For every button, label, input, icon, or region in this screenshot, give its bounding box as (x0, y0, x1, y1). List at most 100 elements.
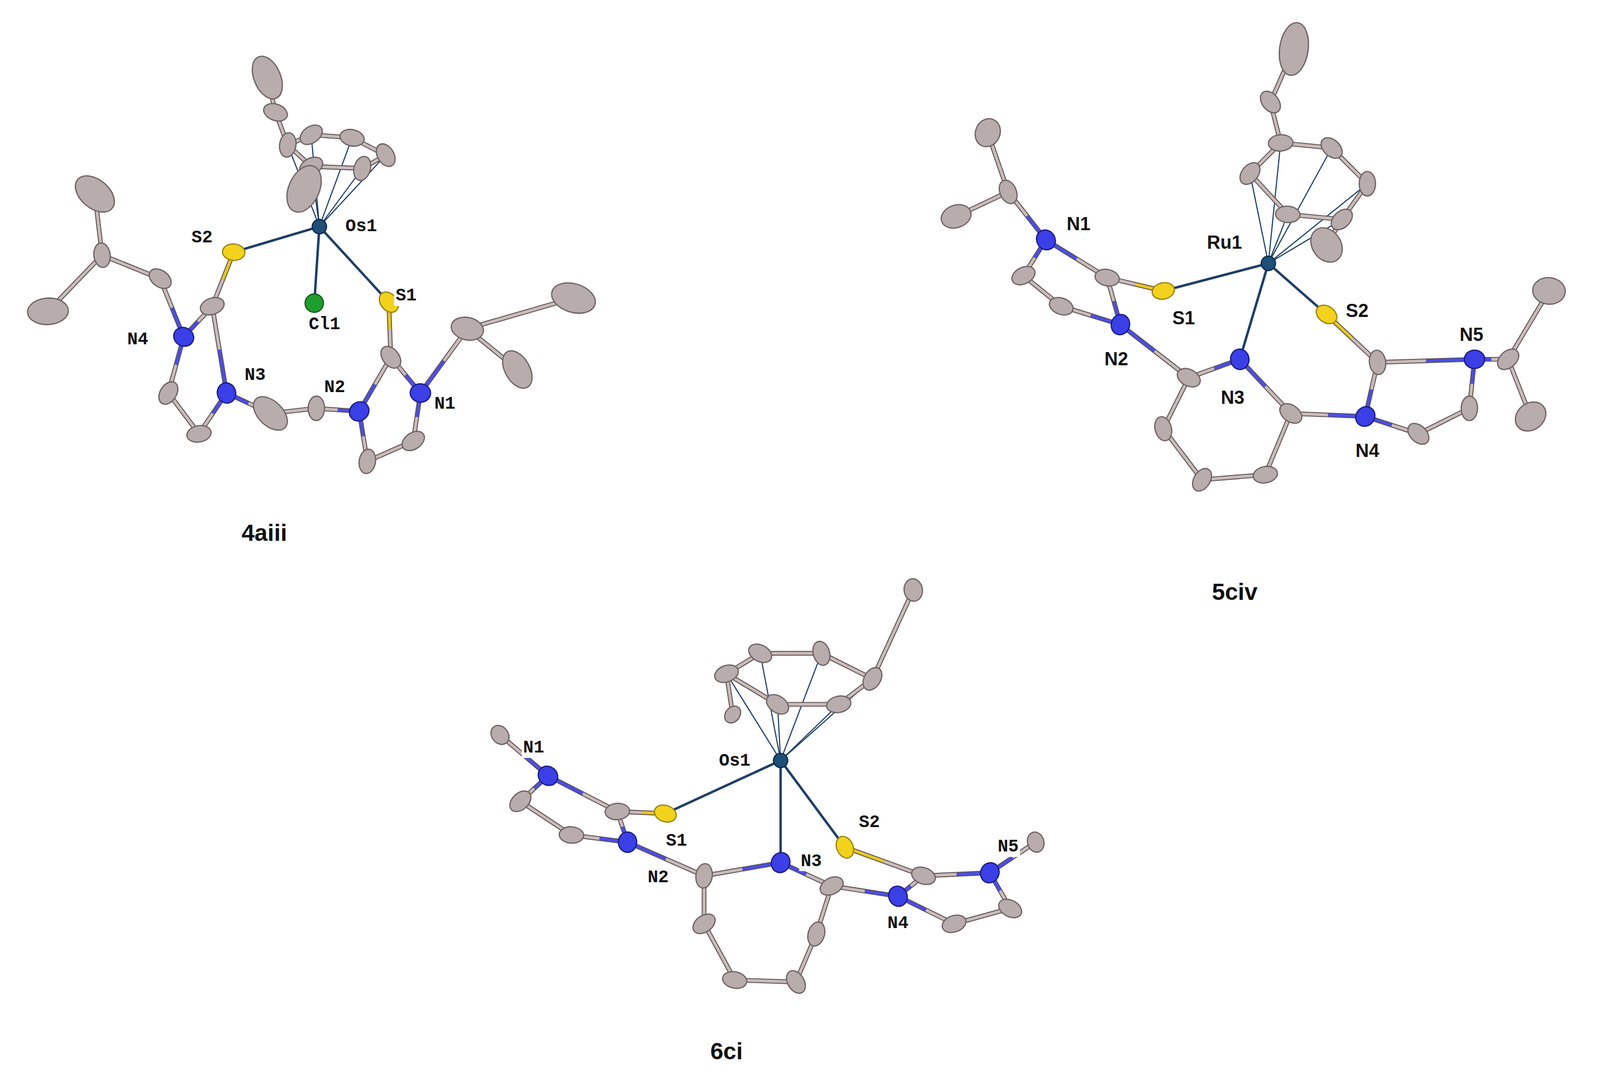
bond-outline (703, 862, 781, 876)
atom-ellipsoid (558, 825, 585, 844)
atom-ellipsoid (345, 397, 373, 426)
atom-ellipsoid (376, 342, 405, 372)
atom-ellipsoid (1025, 829, 1047, 854)
atom-label: N1 (432, 394, 457, 414)
atom-ellipsoid (970, 114, 1005, 151)
compound-label: 5civ (1210, 579, 1259, 605)
atom-ellipsoid (909, 863, 938, 888)
molecule (26, 51, 600, 475)
atom-ellipsoid (92, 241, 112, 269)
atom-label: N4 (125, 330, 150, 350)
atom-ellipsoid (155, 378, 182, 408)
atom-ellipsoid (214, 380, 238, 406)
atom-ellipsoid (1317, 133, 1347, 163)
atom-ellipsoid (1235, 158, 1265, 189)
bond-outline (212, 306, 227, 393)
atom-ellipsoid (261, 100, 291, 125)
atom-label: N2 (645, 867, 670, 888)
atom-ellipsoid (1258, 253, 1279, 274)
atom-label: N2 (1103, 349, 1131, 370)
atom-ellipsoid (1404, 419, 1433, 449)
atom-ellipsoid (197, 294, 227, 318)
atom-ellipsoid (1229, 347, 1251, 371)
atom-ellipsoid (170, 323, 197, 350)
atom-ellipsoid (689, 909, 719, 937)
atom-ellipsoid (357, 448, 378, 475)
atom-ellipsoid (745, 640, 775, 666)
atom-ellipsoid (1033, 226, 1060, 254)
atom-label: S1 (1170, 308, 1197, 329)
atom-ellipsoid (817, 872, 847, 899)
atom-ellipsoid (1047, 294, 1076, 319)
atom-label: N5 (1458, 324, 1485, 346)
atom-label: N3 (799, 851, 823, 872)
atom-ellipsoid (1276, 399, 1306, 428)
atom-ellipsoid (1275, 20, 1312, 78)
atom-ellipsoid (782, 966, 810, 996)
atom-ellipsoid (824, 693, 853, 715)
bond-outline (1377, 359, 1475, 363)
metal-bond (780, 703, 839, 761)
molecule (937, 20, 1567, 494)
atom-label: N3 (1219, 387, 1247, 409)
atom-ellipsoid (1531, 276, 1567, 306)
atom-label: S2 (857, 812, 882, 833)
atom-ellipsoid (995, 177, 1021, 207)
atom-ellipsoid (1274, 205, 1301, 224)
atom-ellipsoid (712, 661, 742, 686)
atom-ellipsoid (1008, 262, 1038, 289)
atom-ellipsoid (858, 663, 886, 694)
atom-ellipsoid (247, 390, 294, 437)
metal-bond (779, 760, 782, 862)
atom-label: N4 (1353, 440, 1381, 462)
atom-ellipsoid (1108, 312, 1132, 337)
atom-ellipsoid (534, 761, 562, 790)
atom-label: Os1 (717, 751, 753, 772)
atom-ellipsoid (721, 969, 749, 991)
bond-outline (547, 775, 618, 812)
atom-ellipsoid (885, 882, 911, 909)
atom-label: S2 (190, 228, 215, 248)
structure-drawing (26, 20, 1567, 996)
atom-ellipsoid (496, 345, 539, 394)
molecule (487, 577, 1047, 996)
atom-label: Cl1 (307, 314, 342, 335)
atom-label: N4 (885, 913, 910, 934)
metal-bond (1239, 263, 1269, 360)
atom-ellipsoid (1151, 414, 1174, 443)
atom-ellipsoid (618, 831, 637, 853)
metal-bond (319, 137, 352, 227)
compound-label: 4aiii (239, 519, 289, 546)
atom-ellipsoid (1304, 221, 1349, 269)
metal-bond (319, 226, 389, 303)
metal-bond (1163, 263, 1269, 292)
atom-ellipsoid (995, 895, 1025, 921)
atom-label: Ru1 (1205, 232, 1244, 254)
atom-ellipsoid (1256, 87, 1285, 117)
atom-ellipsoid (145, 264, 175, 293)
atom-ellipsoid (26, 296, 69, 326)
atom-ellipsoid (506, 786, 536, 816)
atom-ellipsoid (448, 313, 487, 344)
atom-ellipsoid (338, 127, 366, 149)
atom-ellipsoid (768, 849, 794, 876)
atom-ellipsoid (1188, 465, 1216, 495)
atom-ellipsoid (1251, 464, 1280, 485)
bond-outline (1120, 324, 1189, 378)
atom-ellipsoid (372, 140, 400, 170)
atom-ellipsoid (312, 219, 327, 234)
atom-ellipsoid (1312, 301, 1341, 328)
atom-ellipsoid (937, 200, 975, 233)
atom-ellipsoid (651, 801, 679, 825)
metal-bond (780, 678, 873, 761)
atom-ellipsoid (398, 427, 429, 455)
atom-ellipsoid (804, 919, 828, 948)
atom-ellipsoid (1461, 395, 1478, 421)
atom-label: Os1 (344, 216, 379, 237)
atom-ellipsoid (277, 131, 298, 158)
metal-bond (233, 226, 320, 253)
atom-ellipsoid (68, 168, 122, 220)
atom-label: N2 (322, 378, 347, 398)
atom-label: N1 (521, 738, 546, 758)
atom-ellipsoid (308, 395, 325, 421)
